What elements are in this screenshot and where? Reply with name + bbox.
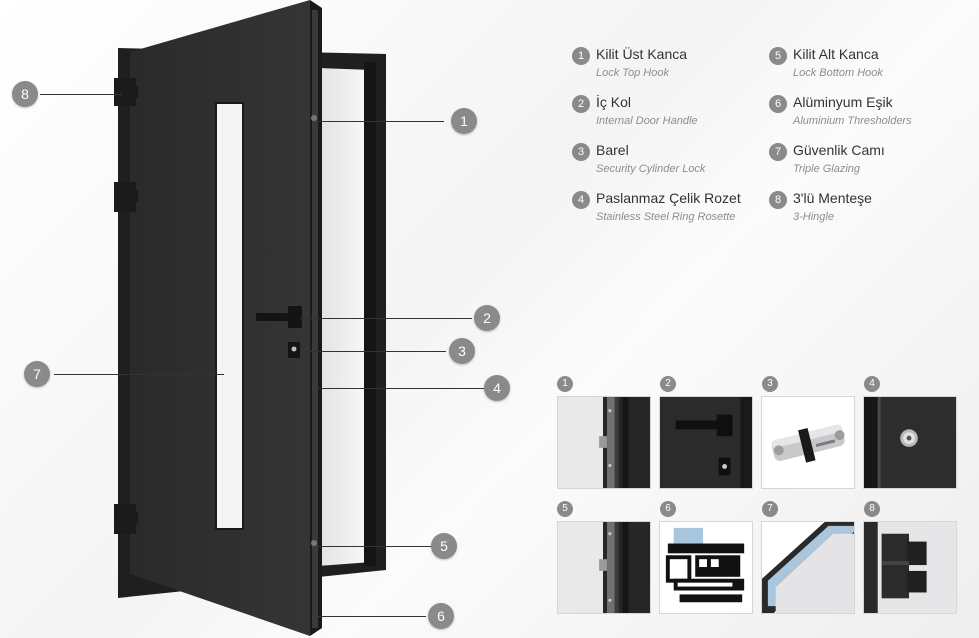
aluminium-threshold-thumbnail	[659, 521, 753, 614]
legend-title: 3'lü Menteşe	[793, 190, 872, 206]
triple-glazing-detail-icon	[762, 522, 854, 613]
legend-number: 4	[572, 191, 590, 209]
lock-top-hook-thumbnail	[557, 396, 651, 489]
leader-line	[318, 616, 426, 617]
thumbnail-number: 7	[762, 501, 778, 517]
ring-rosette-thumbnail	[863, 396, 957, 489]
lock-bottom-hook-thumbnail	[557, 521, 651, 614]
legend-title: Kilit Üst Kanca	[596, 46, 688, 62]
leader-line	[300, 351, 446, 352]
door-handle-icon	[256, 306, 302, 328]
door-glass	[215, 102, 244, 530]
legend-subtitle: Security Cylinder Lock	[596, 163, 706, 175]
legend-title: Kilit Alt Kanca	[793, 46, 879, 62]
legend-number: 5	[769, 47, 787, 65]
thumbnail-number: 5	[557, 501, 573, 517]
callout-badge-5: 5	[431, 533, 457, 559]
legend-subtitle: Lock Top Hook	[596, 67, 669, 79]
legend-title: Barel	[596, 142, 629, 158]
hinge-icon	[114, 78, 138, 534]
legend-number: 6	[769, 95, 787, 113]
thumbnail-number: 1	[557, 376, 573, 392]
callout-badge-4: 4	[484, 375, 510, 401]
legend-number: 7	[769, 143, 787, 161]
thumbnail-number: 4	[864, 376, 880, 392]
leader-line	[40, 94, 122, 95]
legend-title: Güvenlik Camı	[793, 142, 885, 158]
legend-subtitle: 3-Hingle	[793, 211, 834, 223]
lock-strip	[312, 10, 318, 628]
door-handle-detail-icon	[660, 397, 752, 488]
leader-line	[318, 121, 444, 122]
legend-subtitle: Stainless Steel Ring Rosette	[596, 211, 736, 223]
lock-hook-icon	[311, 540, 317, 546]
security-cylinder-lock-thumbnail	[761, 396, 855, 489]
lock-bottom-hook-detail-icon	[558, 522, 650, 613]
legend-title: İç Kol	[596, 94, 632, 110]
callout-badge-3: 3	[449, 338, 475, 364]
legend-title: Alüminyum Eşik	[793, 94, 893, 110]
thumbnail-number: 8	[864, 501, 880, 517]
cylinder-lock-detail-icon	[762, 397, 854, 488]
legend-subtitle: Aluminium Thresholders	[793, 115, 912, 127]
lock-hook-icon	[311, 115, 317, 121]
callout-badge-7: 7	[24, 361, 50, 387]
frame-jamb	[364, 62, 376, 566]
door-illustration	[114, 0, 386, 636]
leader-line	[318, 546, 432, 547]
triple-glazing-thumbnail	[761, 521, 855, 614]
lock-hook-detail-icon	[558, 397, 650, 488]
legend-number: 3	[572, 143, 590, 161]
legend-number: 2	[572, 95, 590, 113]
callout-badge-6: 6	[428, 603, 454, 629]
legend-subtitle: Triple Glazing	[793, 163, 861, 175]
hinge-detail-icon	[864, 522, 956, 613]
leader-line	[54, 374, 224, 375]
ring-rosette-detail-icon	[864, 397, 956, 488]
leader-line	[300, 318, 472, 319]
callout-badge-8: 8	[12, 81, 38, 107]
threshold-profile-detail-icon	[660, 522, 752, 613]
thumbnail-number: 2	[660, 376, 676, 392]
thumbnail-number: 3	[762, 376, 778, 392]
callout-badge-1: 1	[451, 108, 477, 134]
leader-line	[318, 388, 484, 389]
legend-subtitle: Internal Door Handle	[596, 115, 698, 127]
thumbnail-number: 6	[660, 501, 676, 517]
legend-number: 1	[572, 47, 590, 65]
cylinder-keyhole-icon	[291, 346, 297, 352]
legend-number: 8	[769, 191, 787, 209]
legend-title: Paslanmaz Çelik Rozet	[596, 190, 741, 206]
hinge-thumbnail	[863, 521, 957, 614]
callout-badge-2: 2	[474, 305, 500, 331]
legend-subtitle: Lock Bottom Hook	[793, 67, 883, 79]
door-opening	[318, 68, 372, 566]
internal-door-handle-thumbnail	[659, 396, 753, 489]
